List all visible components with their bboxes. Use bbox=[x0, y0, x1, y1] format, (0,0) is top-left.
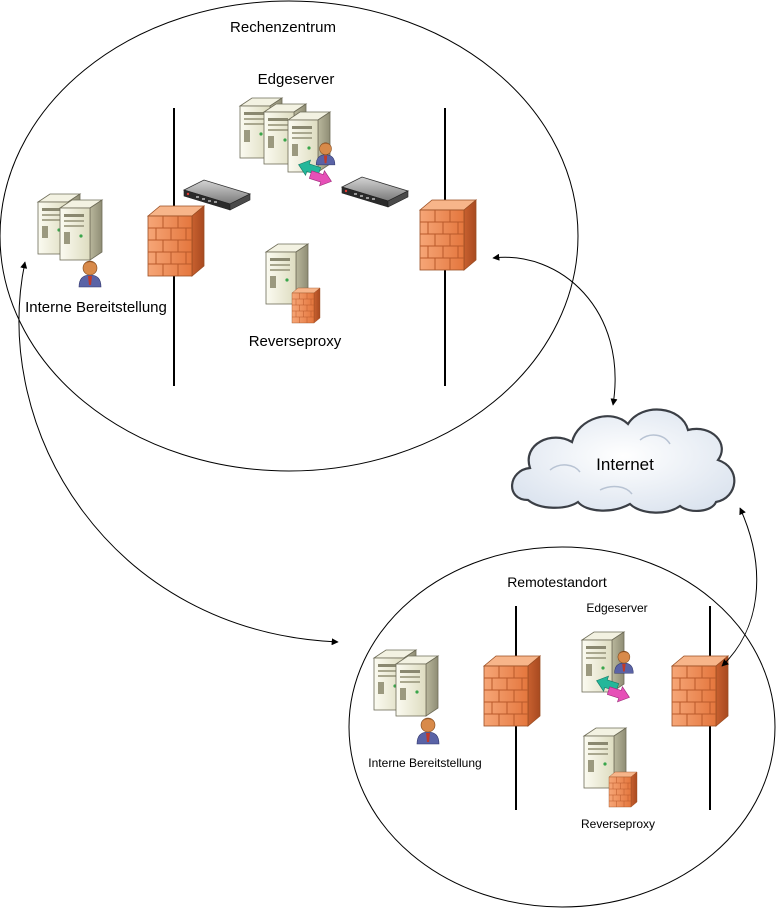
datacenter-proxy-label: Reverseproxy bbox=[249, 333, 342, 350]
datacenter-edge-label: Edgeserver bbox=[258, 71, 335, 88]
datacenter-switch-right-icon bbox=[341, 176, 409, 208]
internet-cloud-icon bbox=[511, 408, 736, 514]
internet-label: Internet bbox=[596, 455, 654, 474]
connector-firewall-internet bbox=[492, 253, 618, 406]
remote-edge-label: Edgeserver bbox=[586, 601, 647, 615]
remote-firewall-inner-icon bbox=[483, 655, 541, 727]
datacenter-internal-server-icon bbox=[37, 193, 103, 288]
remote-internal-label: Interne Bereitstellung bbox=[368, 756, 481, 770]
remote-internal-server-icon bbox=[373, 649, 440, 745]
remote-boundary bbox=[348, 546, 776, 908]
remote-firewall-outer-icon bbox=[671, 655, 729, 727]
datacenter-switch-left-icon bbox=[183, 179, 251, 211]
datacenter-edge-server-icon bbox=[239, 97, 336, 190]
remote-proxy-label: Reverseproxy bbox=[581, 817, 655, 831]
remote-title: Remotestandort bbox=[507, 574, 607, 590]
connector-internet-remote-firewall bbox=[721, 507, 758, 667]
datacenter-internal-label: Interne Bereitstellung bbox=[25, 299, 167, 316]
datacenter-firewall-outer-icon bbox=[419, 199, 477, 271]
connector-internal-deployments bbox=[18, 261, 339, 646]
remote-reverse-proxy-icon bbox=[583, 727, 638, 808]
datacenter-firewall-inner-icon bbox=[147, 205, 205, 277]
datacenter-title: Rechenzentrum bbox=[230, 19, 336, 36]
remote-edge-server-icon bbox=[581, 631, 634, 706]
datacenter-reverse-proxy-icon bbox=[265, 243, 321, 324]
